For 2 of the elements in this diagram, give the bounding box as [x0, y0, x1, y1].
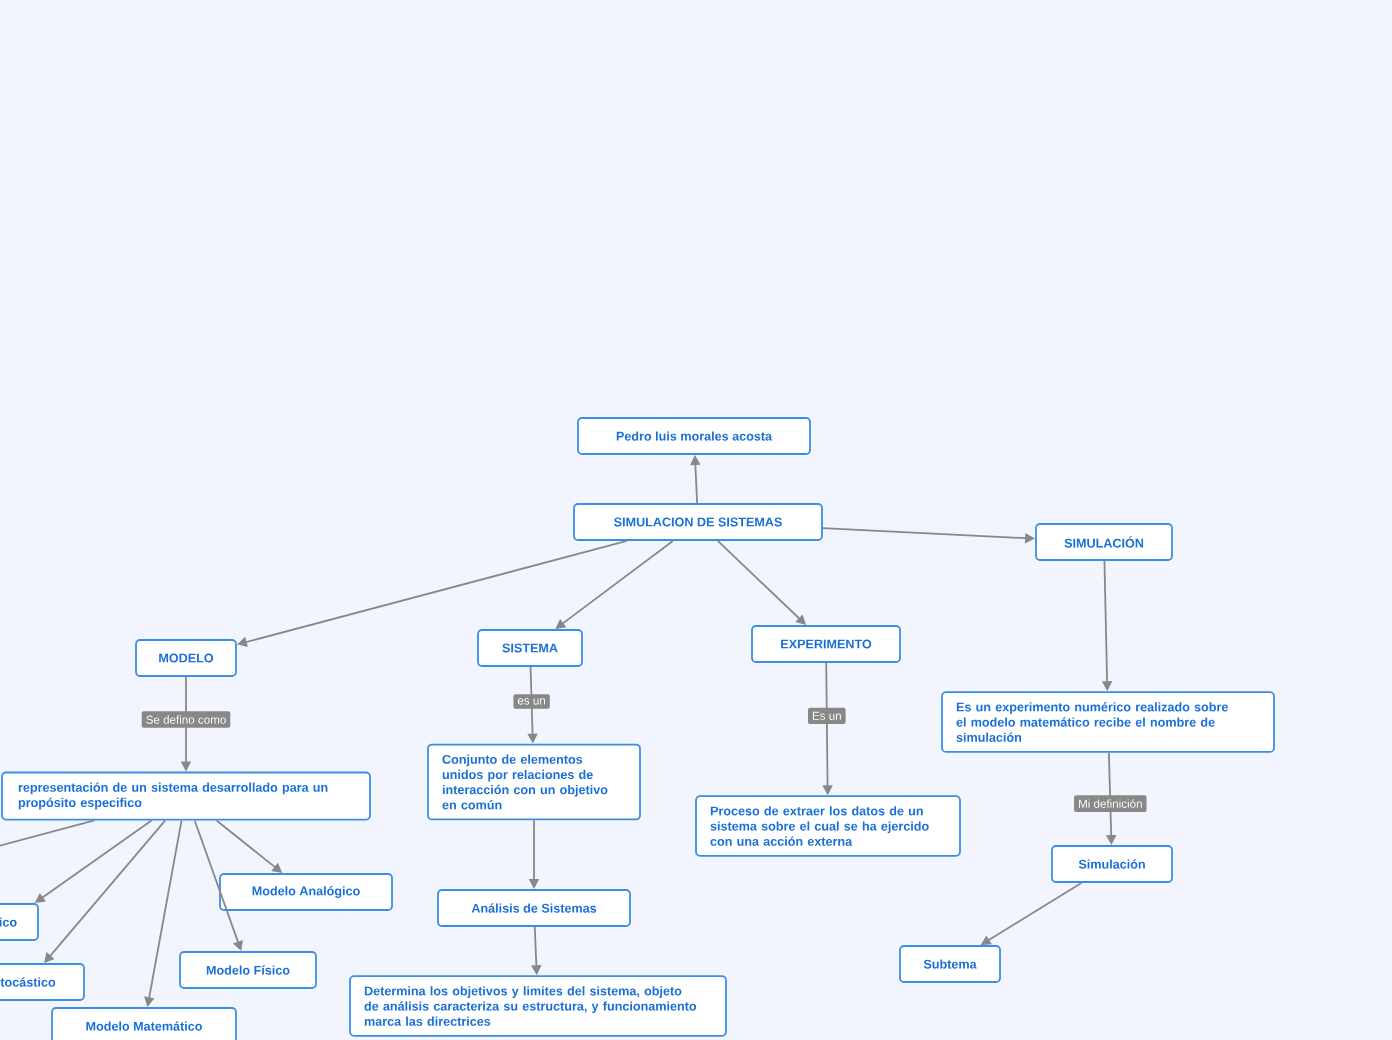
arrow: [237, 540, 628, 647]
arrow: [144, 819, 183, 1007]
